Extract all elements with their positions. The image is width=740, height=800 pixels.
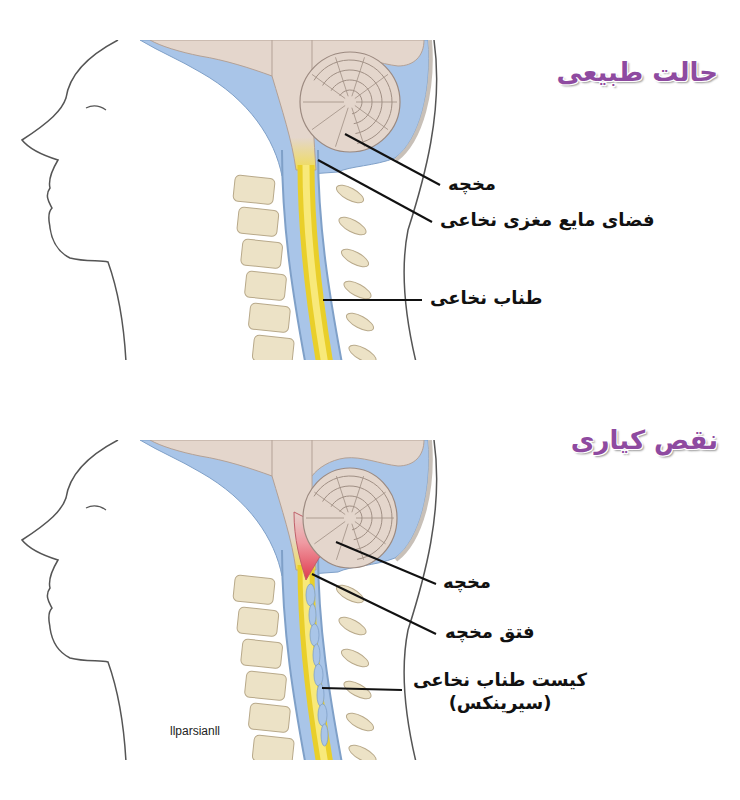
syrinx-cyst [309,604,316,626]
syrinx-cyst [321,724,328,746]
part-label: مخچه [448,172,496,195]
spinous-process [346,742,378,760]
syrinx-cyst [313,644,320,666]
cerebellum-folia [355,522,386,544]
panel [22,40,437,366]
spinous-process [339,646,371,671]
syrinx-cyst [310,624,319,646]
cerebellum-folia [312,74,345,98]
spinous-process [339,246,371,271]
eye [86,106,106,110]
spinous-process [344,310,376,335]
leader-line [345,134,440,185]
neck-outline [404,40,436,360]
vertebra [244,671,286,701]
leader-line [318,160,432,222]
skull-bone [396,40,431,160]
cerebellum-folia [312,106,345,130]
leader-line [322,688,402,690]
spinous-process [341,278,373,303]
vertebra [240,639,282,669]
vertebra [237,207,279,237]
vertebra [248,303,290,333]
spinous-process [336,214,368,239]
part-label: طناب نخاعی [430,286,542,309]
cerebellum-folia [352,524,364,560]
syrinx-cyst [318,704,327,726]
cerebellum-folia [356,518,394,519]
cerebellum-folia [335,57,348,96]
panel-heading: حالت طبیعی [556,56,718,90]
vertebra [244,271,286,301]
vertebra [233,175,275,205]
cerebellum [303,468,397,568]
part-label: کیست طناب نخاعی (سیرینکس) [410,668,590,715]
spinal-canal [300,150,324,360]
vertebra [252,735,294,760]
panel-heading: نقص کیاری [571,424,718,458]
leader-line [323,299,422,301]
cerebellum-folia [355,492,386,514]
syrinx-cyst [306,584,315,606]
vertebra [237,607,279,637]
part-label: مخچه [443,570,491,593]
cerebellum-folia [356,102,397,103]
spinal-cord [306,165,325,360]
vertebra [233,575,275,605]
cerebellum-folia [306,518,344,519]
cerebellum-folia [355,74,388,98]
spinous-process [344,710,376,735]
cerebellum-folia [336,476,348,512]
leader-line [312,574,436,634]
cerebellum-folia [352,57,365,96]
face-profile [22,440,126,760]
vertebra [252,335,294,360]
cerebellum-folia [336,524,348,560]
panel [22,440,437,766]
leader-line [336,542,436,584]
cerebellum-folia [314,522,345,544]
spinal-cord [306,165,325,360]
cerebellum-folia [355,106,388,130]
part-label: فتق مخچه [445,620,535,643]
cerebellum-folia [352,476,364,512]
cerebellum-folia [314,492,345,514]
syrinx-cyst [314,664,323,686]
vertebra [248,703,290,733]
spinous-process [336,614,368,639]
spinal-canal [300,150,324,360]
skull-bone [396,440,431,560]
face-profile [22,40,126,360]
cerebellum-folia [335,108,348,147]
spinous-process [334,582,366,607]
part-label: فضای مایع مغزی نخاعی [440,208,655,231]
cerebellum-folia [303,102,344,103]
spinous-process [346,342,378,360]
vertebra [240,239,282,269]
neck-outline [404,440,436,760]
spinal-canal [300,550,324,760]
eye [86,506,106,510]
watermark: llparsianll [170,724,220,740]
spinal-canal [300,550,324,760]
spinous-process [334,182,366,207]
